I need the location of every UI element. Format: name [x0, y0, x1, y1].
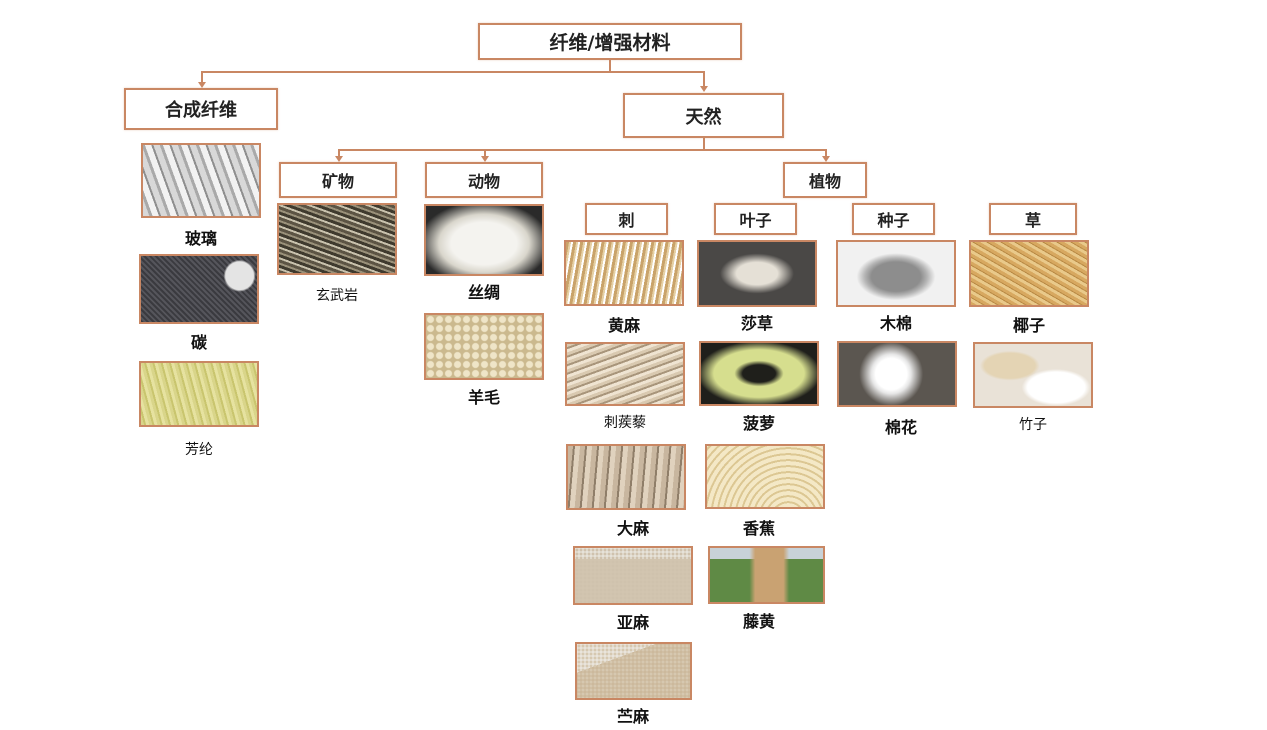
silk-label: 丝绸: [467, 283, 500, 302]
coir-fiber-image: [969, 240, 1089, 307]
plant-node: 植物: [783, 162, 867, 198]
connector-root-down: [609, 59, 611, 73]
cotton-fiber-image: [837, 341, 957, 407]
aramid-fiber-image: [139, 361, 259, 427]
rattan-label: 藤黄: [742, 612, 775, 631]
kapok-fiber-image: [836, 240, 956, 307]
banana-label: 香蕉: [742, 519, 775, 538]
bamboo-label: 竹子: [1019, 417, 1047, 433]
root-node: 纤维/增强材料: [478, 23, 742, 60]
rattan-fiber-image: [708, 546, 825, 604]
connector-to-mineral: [338, 149, 340, 157]
connector-to-natural: [703, 71, 705, 87]
ramie-fiber-image: [575, 642, 692, 700]
ramie-label: 苎麻: [616, 707, 649, 726]
arrow-to-mineral: [335, 156, 343, 162]
hemp-fiber-image: [566, 444, 686, 510]
basalt-label: 玄武岩: [316, 288, 358, 304]
pineapple-fiber-image: [699, 341, 819, 406]
bast-node: 刺: [585, 203, 668, 235]
arrow-to-plant: [822, 156, 830, 162]
aramid-label: 芳纶: [185, 442, 213, 458]
arrow-to-synthetic: [198, 82, 206, 88]
silk-fiber-image: [424, 204, 544, 276]
cotton-label: 棉花: [884, 418, 917, 437]
connector-to-plant: [825, 149, 827, 157]
seed-node: 种子: [852, 203, 935, 235]
kenaf-fiber-image: [565, 342, 685, 406]
basalt-fiber-image: [277, 203, 397, 275]
natural-node: 天然: [623, 93, 784, 138]
glass-fiber-image: [141, 143, 261, 218]
sisal-fiber-image: [697, 240, 817, 307]
flax-fiber-image: [573, 546, 693, 605]
jute-label: 黄麻: [607, 316, 640, 335]
connector-level2-horizontal: [338, 149, 827, 151]
arrow-to-natural: [700, 86, 708, 92]
leaf-node: 叶子: [714, 203, 797, 235]
banana-fiber-image: [705, 444, 825, 509]
connector-to-animal: [484, 149, 486, 157]
sisal-label: 莎草: [740, 314, 773, 333]
carbon-label: 碳: [190, 333, 207, 352]
kenaf-label: 刺蒺藜: [604, 415, 646, 431]
connector-natural-down: [703, 137, 705, 150]
glass-label: 玻璃: [184, 229, 217, 248]
carbon-fiber-image: [139, 254, 259, 324]
wool-label: 羊毛: [467, 388, 500, 407]
flax-label: 亚麻: [616, 613, 649, 632]
synthetic-fiber-node: 合成纤维: [124, 88, 278, 130]
animal-node: 动物: [425, 162, 543, 198]
arrow-to-animal: [481, 156, 489, 162]
wool-fiber-image: [424, 313, 544, 380]
connector-to-synthetic: [201, 71, 203, 83]
coir-label: 椰子: [1012, 316, 1045, 335]
grass-node: 草: [989, 203, 1077, 235]
pineapple-label: 菠萝: [742, 414, 775, 433]
bamboo-fiber-image: [973, 342, 1093, 408]
jute-fiber-image: [564, 240, 684, 306]
hemp-label: 大麻: [616, 519, 649, 538]
kapok-label: 木棉: [879, 314, 912, 333]
connector-level1-horizontal: [201, 71, 705, 73]
mineral-node: 矿物: [279, 162, 397, 198]
